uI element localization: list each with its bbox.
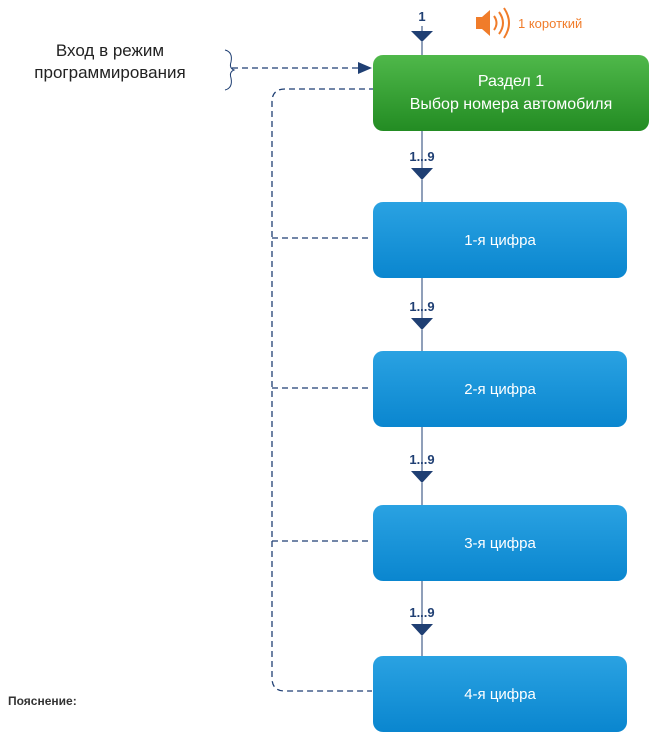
- digit-arrow-1: [411, 131, 433, 202]
- note-label: Пояснение:: [8, 694, 77, 708]
- section-title: Раздел 1: [477, 73, 545, 90]
- entry-brace: [224, 49, 236, 91]
- digit-label-3: 3-я цифра: [464, 534, 536, 552]
- digit-box-3: 3-я цифра: [373, 505, 627, 581]
- section-subtitle: Выбор номера автомобиля: [409, 96, 613, 113]
- speaker-icon: [476, 7, 510, 39]
- digit-arrow-4: [411, 581, 433, 656]
- entry-label-line2: программирования: [34, 63, 186, 82]
- digit-arrow-2: [411, 278, 433, 351]
- entry-label: Вход в режим программирования: [0, 40, 220, 84]
- digit-box-1: 1-я цифра: [373, 202, 627, 278]
- digit-label-1: 1-я цифра: [464, 231, 536, 249]
- section-box: Раздел 1 Выбор номера автомобиля: [373, 55, 649, 131]
- step-number: 1: [418, 9, 426, 24]
- entry-label-line1: Вход в режим: [55, 41, 165, 60]
- digit-arrow-3: [411, 427, 433, 505]
- digit-range-2: 1...9: [409, 299, 435, 314]
- return-line-vertical: [271, 88, 385, 692]
- step-arrow-head: [411, 31, 433, 42]
- digit-range-3: 1...9: [409, 452, 435, 467]
- digit-box-4: 4-я цифра: [373, 656, 627, 732]
- digit-range-4: 1...9: [409, 605, 435, 620]
- digit-range-1: 1...9: [409, 149, 435, 164]
- entry-arrow-head: [358, 62, 372, 74]
- digit-label-2: 2-я цифра: [464, 380, 536, 398]
- beep-label: 1 короткий: [518, 16, 583, 31]
- digit-label-4: 4-я цифра: [464, 685, 536, 703]
- digit-box-2: 2-я цифра: [373, 351, 627, 427]
